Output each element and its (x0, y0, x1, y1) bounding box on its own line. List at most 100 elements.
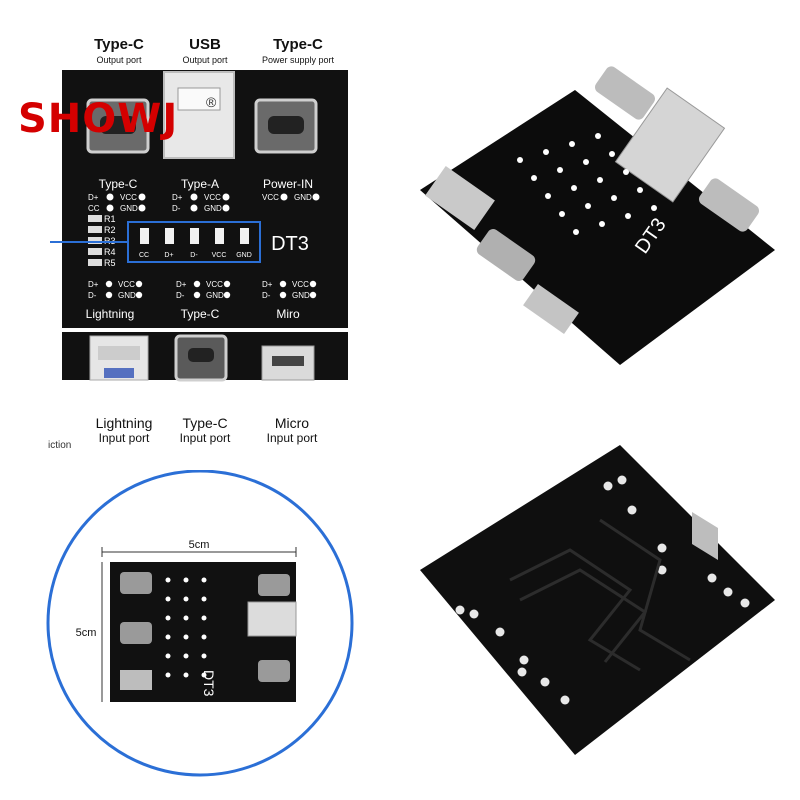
mounting-hole (617, 475, 627, 485)
section-miro: Miro (276, 307, 300, 321)
resistor-pad (88, 215, 102, 222)
inset-pad (201, 596, 207, 602)
pin-label: D+ (176, 280, 187, 289)
led (240, 228, 249, 244)
dimension-inset: 5cm 5cm DT3 (46, 470, 354, 777)
angled-pad (625, 213, 631, 219)
section-type-c-bottom: Type-C (181, 307, 220, 321)
led-label: CC (139, 252, 149, 259)
pin-pad (105, 280, 113, 288)
mounting-hole (707, 573, 717, 583)
rear-trace-3 (599, 518, 691, 662)
pin-label: D+ (88, 193, 99, 202)
section-lightning: Lightning (86, 307, 135, 321)
pin-pad (190, 204, 198, 212)
inset-pad (183, 653, 189, 659)
angled-pad (611, 195, 617, 201)
pin-pad (279, 291, 287, 299)
pin-pad (279, 280, 287, 288)
board-angled-top-photo: DT3 (420, 66, 775, 365)
inset-pad (165, 672, 171, 678)
inset-pad (183, 615, 189, 621)
pin-label: GND (204, 204, 222, 213)
section-type-a: Type-A (181, 177, 219, 191)
led-label: GND (236, 252, 252, 259)
mounting-hole (560, 695, 570, 705)
pin-label: GND (118, 291, 136, 300)
angled-pad (595, 133, 601, 139)
pin-pad (222, 204, 230, 212)
pin-pad (280, 193, 288, 201)
angled-pad (559, 211, 565, 217)
pin-pad (223, 280, 231, 288)
pin-label: GND (120, 204, 138, 213)
angled-pad (573, 229, 579, 235)
inset-pad (165, 634, 171, 640)
pin-label: VCC (292, 280, 309, 289)
angled-pad (609, 151, 615, 157)
resistor-pad (88, 248, 102, 255)
angled-pad (623, 169, 629, 175)
angled-type-c-right (698, 178, 760, 232)
mounting-hole (517, 667, 527, 677)
pin-pad (106, 193, 114, 201)
inset-pad (201, 577, 207, 583)
angled-pad (651, 205, 657, 211)
registered-mark: ® (206, 94, 217, 110)
angled-pad (557, 167, 563, 173)
mounting-hole (540, 677, 550, 687)
mounting-hole (519, 655, 529, 665)
pin-label: VCC (204, 193, 221, 202)
pin-label: D- (88, 291, 97, 300)
section-type-c-top: Type-C (99, 177, 138, 191)
angled-pad (585, 203, 591, 209)
pin-label: D- (176, 291, 185, 300)
inset-pad (183, 672, 189, 678)
pin-label: CC (88, 204, 100, 213)
led-label: D- (190, 252, 198, 259)
mounting-hole (603, 481, 613, 491)
resistor-label: R5 (104, 258, 116, 268)
mounting-hole (495, 627, 505, 637)
pin-label: GND (206, 291, 224, 300)
mounting-hole (657, 543, 667, 553)
resistor-label: R2 (104, 225, 116, 235)
pin-label: VCC (120, 193, 137, 202)
resistor-label: R1 (104, 214, 116, 224)
led (165, 228, 174, 244)
rear-board-body (420, 445, 775, 755)
angled-usb-a-port (614, 87, 726, 203)
inset-pad (201, 672, 207, 678)
angled-lightning-port (425, 166, 495, 230)
angled-led-dots (517, 133, 657, 235)
pin-pad (193, 291, 201, 299)
pin-label: D+ (172, 193, 183, 202)
pin-pad (223, 291, 231, 299)
pin-pad (135, 280, 143, 288)
angled-pad (569, 141, 575, 147)
angled-board-body (420, 90, 775, 365)
angled-pad (571, 185, 577, 191)
angled-pad (597, 177, 603, 183)
mounting-hole (723, 587, 733, 597)
resistor-pad (88, 259, 102, 266)
rear-side-connector (692, 512, 718, 560)
mounting-hole (657, 565, 667, 575)
mounting-hole (740, 598, 750, 608)
mounting-hole (627, 505, 637, 515)
pin-pad (138, 204, 146, 212)
inset-pad (183, 596, 189, 602)
angled-type-c-left (476, 229, 536, 281)
angled-type-c-top (594, 66, 656, 120)
pin-pad (309, 280, 317, 288)
resistor-pad (88, 226, 102, 233)
led (215, 228, 224, 244)
pin-label: D+ (88, 280, 99, 289)
inset-pad (183, 577, 189, 583)
inset-pad (201, 634, 207, 640)
